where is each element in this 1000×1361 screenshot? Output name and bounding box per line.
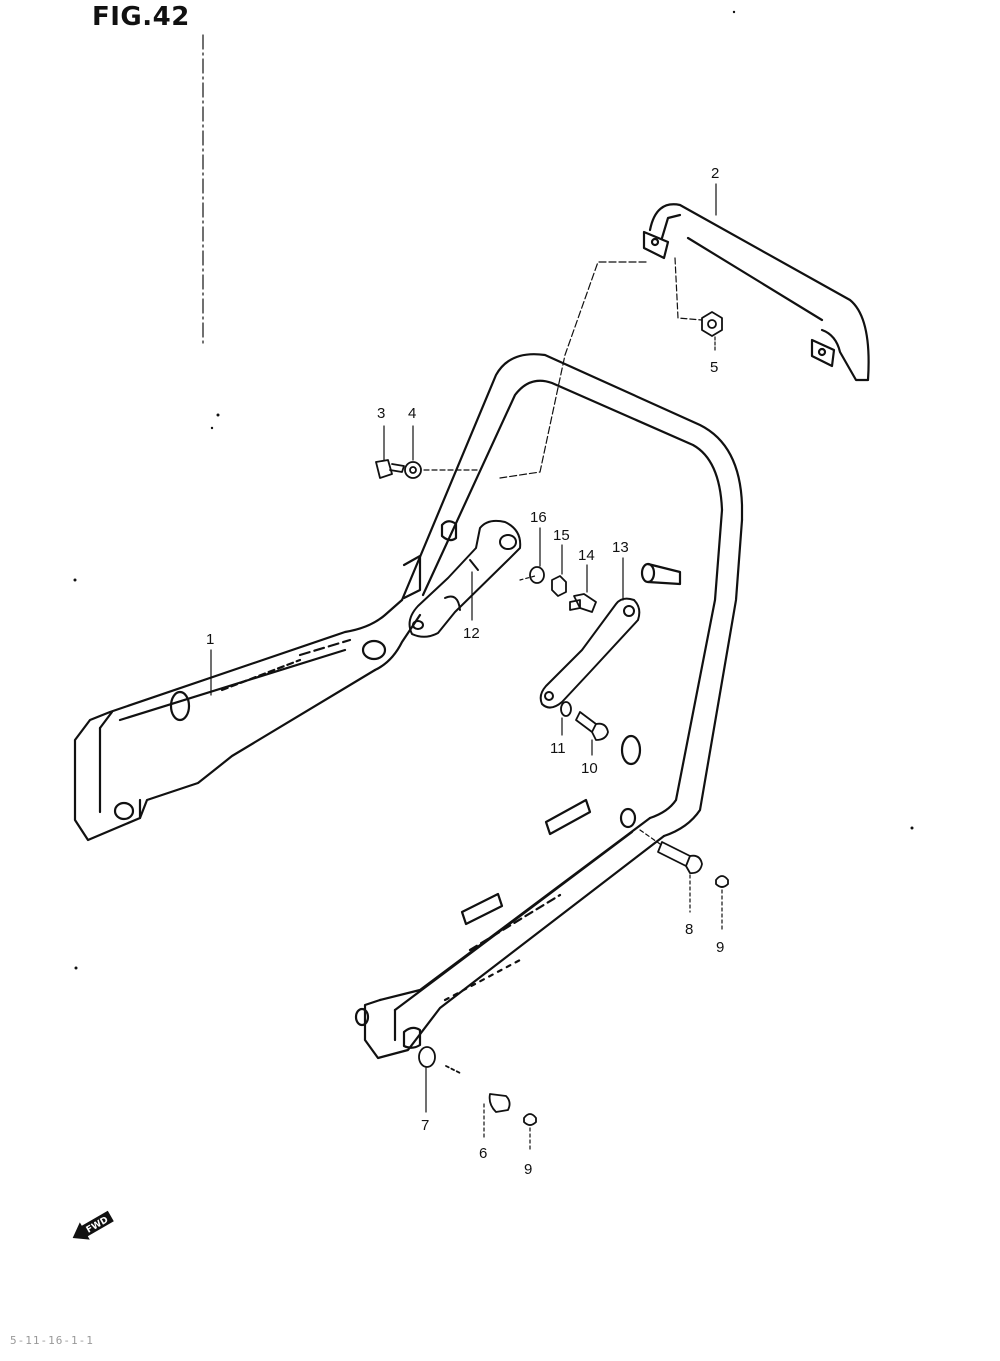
- callout-2: 2: [711, 165, 719, 182]
- callout-16: 16: [530, 509, 547, 526]
- frame-rail-part-1: [73, 353, 744, 1060]
- callout-9-second: 9: [524, 1161, 532, 1178]
- bracket-part-12: [408, 519, 522, 638]
- bolt-part-14: [569, 593, 597, 613]
- nut-part-15: [551, 575, 567, 597]
- callout-14: 14: [578, 547, 595, 564]
- bolt-part-3: [375, 459, 405, 479]
- callout-3: 3: [377, 405, 385, 422]
- callout-10: 10: [581, 760, 598, 777]
- specks: [73, 10, 914, 970]
- collar-part-7: [418, 1046, 436, 1068]
- fwd-arrow-icon: FWD: [72, 1210, 114, 1240]
- callout-5: 5: [710, 359, 718, 376]
- leader-lines: [210, 183, 723, 1153]
- bolt-part-10: [575, 711, 609, 741]
- cap-part-9: [715, 875, 729, 888]
- bolt-part-6: [445, 1065, 511, 1113]
- callout-11: 11: [550, 740, 566, 757]
- bolt-part-8: [657, 841, 703, 874]
- callout-13: 13: [612, 539, 629, 556]
- bracket-part-13: [539, 597, 641, 709]
- washer-part-4: [404, 461, 422, 479]
- callout-15: 15: [553, 527, 570, 544]
- figure-title: FIG.42: [92, 2, 190, 32]
- footer-code: 5-11-16-1-1: [10, 1334, 94, 1347]
- callout-9: 9: [716, 939, 724, 956]
- callout-1: 1: [206, 631, 214, 648]
- callout-6: 6: [479, 1145, 487, 1162]
- washer-part-16: [529, 566, 545, 584]
- grab-handle-part-2: [642, 203, 870, 382]
- callout-12: 12: [463, 625, 480, 642]
- callout-8: 8: [685, 921, 693, 938]
- nut-part-5: [701, 311, 723, 337]
- callout-7: 7: [421, 1117, 429, 1134]
- cap-part-9-second: [523, 1113, 537, 1126]
- washer-part-11: [560, 701, 572, 717]
- callout-4: 4: [408, 405, 416, 422]
